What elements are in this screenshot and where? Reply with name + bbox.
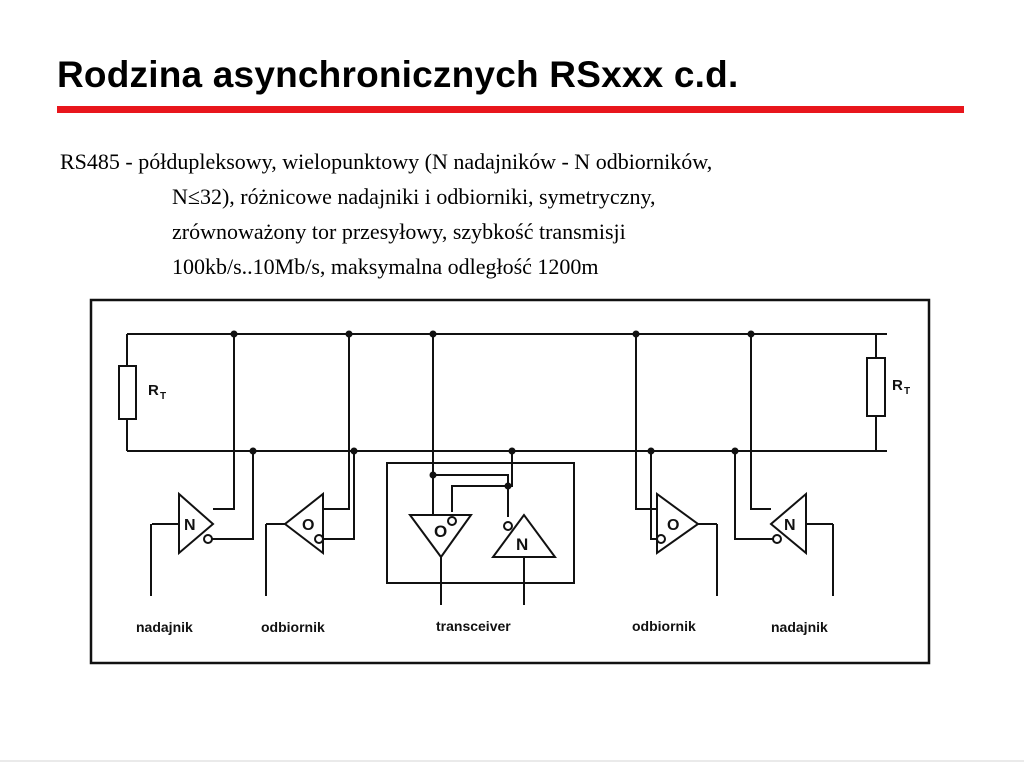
- slide-bottom-edge: [0, 760, 1024, 762]
- left-transmitter-unit: [150, 334, 254, 596]
- svg-text:R: R: [892, 377, 903, 394]
- right-receiver-unit: [635, 334, 718, 596]
- svg-text:T: T: [160, 391, 166, 402]
- description-paragraph: RS485 - półdupleksowy, wielopunktowy (N …: [60, 144, 960, 284]
- label-right-transmitter: nadajnik: [771, 619, 828, 635]
- description-line-2: N≤32), różnicowe nadajniki i odbiorniki,…: [172, 184, 656, 209]
- left-receiver-symbol: O: [302, 517, 314, 534]
- right-termination-resistor: [866, 334, 886, 451]
- left-resistor-label: R T: [148, 382, 166, 402]
- label-transceiver: transceiver: [436, 618, 511, 634]
- slide-title: Rodzina asynchronicznych RSxxx c.d.: [57, 54, 739, 95]
- receiver-triangle: [408, 514, 473, 559]
- svg-text:T: T: [904, 386, 910, 397]
- right-resistor-label: R T: [892, 377, 910, 397]
- label-left-receiver: odbiornik: [261, 619, 325, 635]
- left-driver-symbol: N: [184, 517, 196, 534]
- description-line-4: 100kb/s..10Mb/s, maksymalna odległość 12…: [172, 254, 599, 279]
- left-termination-resistor: [118, 334, 137, 451]
- transceiver-driver-symbol: N: [516, 535, 528, 554]
- title-underline: [57, 106, 964, 113]
- junction-dots: [230, 330, 755, 490]
- receiver-triangle: [283, 491, 324, 556]
- right-receiver-symbol: O: [667, 517, 679, 534]
- transceiver-unit: [386, 334, 575, 605]
- description-line-3: zrównoważony tor przesyłowy, szybkość tr…: [172, 219, 626, 244]
- label-right-receiver: odbiornik: [632, 618, 696, 634]
- description-line-1: RS485 - półdupleksowy, wielopunktowy (N …: [60, 149, 713, 174]
- left-receiver-unit: [265, 334, 355, 596]
- right-driver-symbol: N: [784, 517, 796, 534]
- svg-text:R: R: [148, 382, 159, 399]
- transceiver-receiver-symbol: O: [434, 522, 447, 541]
- label-left-transmitter: nadajnik: [136, 619, 193, 635]
- right-transmitter-unit: [734, 334, 834, 596]
- receiver-triangle: [656, 492, 700, 555]
- diagram-frame: [89, 298, 931, 665]
